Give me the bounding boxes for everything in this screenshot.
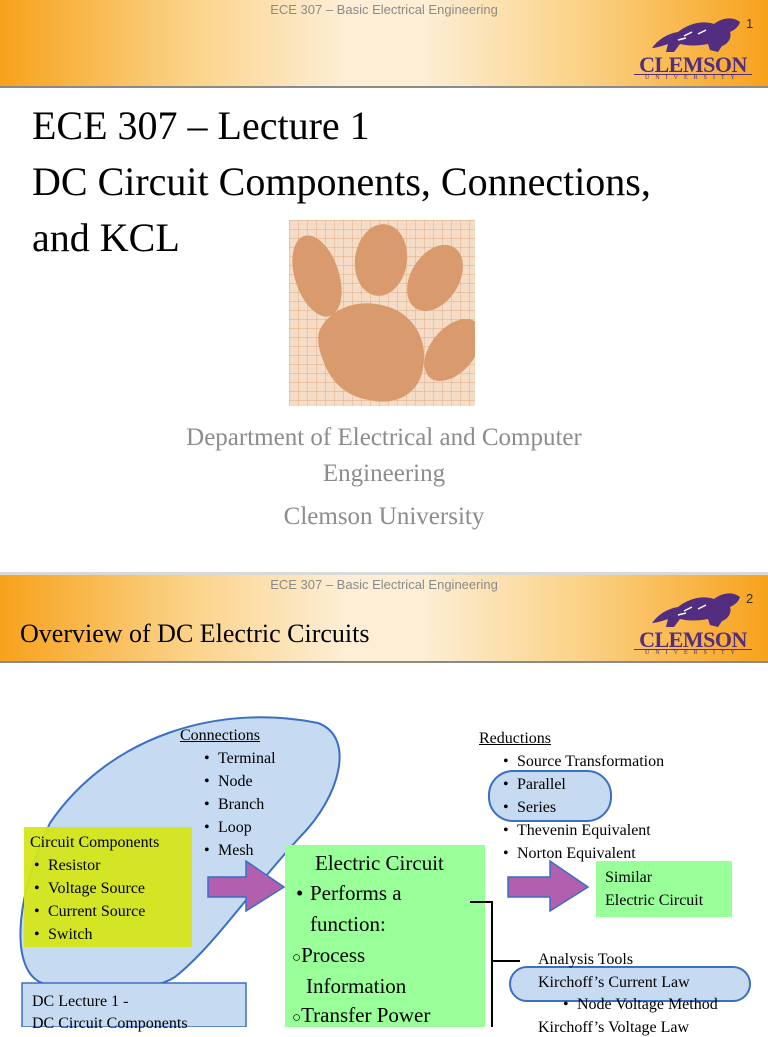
reduction-item: Thevenin Equivalent bbox=[503, 822, 651, 840]
reductions-heading: Reductions bbox=[479, 730, 551, 747]
connection-item: Branch bbox=[204, 796, 264, 814]
header-band bbox=[0, 575, 768, 661]
analysis-heading: Analysis Tools bbox=[538, 951, 634, 968]
reduction-item: Parallel bbox=[503, 776, 566, 794]
header-band bbox=[0, 0, 768, 86]
circuit-item-2: ○Transfer Power bbox=[292, 1003, 431, 1027]
component-item: Voltage Source bbox=[34, 880, 145, 898]
hollow-bullet-icon: ○ bbox=[292, 950, 302, 966]
overview-diagram bbox=[19, 716, 751, 1027]
slide-2: ECE 307 – Basic Electrical Engineering 2… bbox=[0, 572, 768, 1036]
component-item: Switch bbox=[34, 926, 93, 944]
arrow-to-circuit bbox=[207, 859, 286, 913]
circuit-item-1-cont: Information bbox=[306, 974, 407, 998]
university-name: Clemson University bbox=[283, 503, 485, 530]
reduction-item: Series bbox=[503, 799, 556, 817]
title-line-2: DC Circuit Components, Connections, bbox=[32, 159, 651, 204]
component-item: Resistor bbox=[34, 857, 101, 875]
logo-subword: UNIVERSITY bbox=[634, 649, 752, 656]
reduction-item: Norton Equivalent bbox=[503, 845, 636, 863]
logo-wordmark: CLEMSON bbox=[639, 52, 747, 77]
header-divider bbox=[0, 661, 768, 663]
course-header: ECE 307 – Basic Electrical Engineering bbox=[270, 2, 498, 17]
slide-title: ECE 307 – Lecture 1 DC Circuit Component… bbox=[32, 98, 762, 266]
kvl-label: Kirchoff’s Voltage Law bbox=[538, 1019, 690, 1036]
components-heading: Circuit Components bbox=[30, 834, 160, 851]
circuit-bullet-cont: function: bbox=[310, 912, 386, 936]
connection-item: Mesh bbox=[204, 842, 253, 860]
logo-subword: UNIVERSITY bbox=[634, 74, 752, 81]
connection-item: Node bbox=[204, 773, 253, 791]
header-divider bbox=[0, 86, 768, 88]
kcl-label: Kirchoff’s Current Law bbox=[538, 974, 690, 991]
component-item: Current Source bbox=[34, 903, 145, 921]
course-header: ECE 307 – Basic Electrical Engineering bbox=[270, 577, 498, 592]
department-line-2: Engineering bbox=[322, 460, 446, 487]
similar-circuit-box bbox=[596, 861, 732, 917]
connections-heading: Connections bbox=[180, 727, 260, 744]
similar-line-1: Similar bbox=[605, 869, 653, 886]
connection-item: Loop bbox=[204, 819, 252, 837]
circuit-bullet: Performs a bbox=[296, 881, 401, 906]
tiger-icon bbox=[652, 593, 740, 627]
clemson-logo: CLEMSON UNIVERSITY bbox=[634, 14, 752, 86]
similar-line-2: Electric Circuit bbox=[605, 892, 704, 909]
title-line-3: and KCL bbox=[32, 215, 180, 260]
slide-number: 2 bbox=[746, 591, 754, 606]
electric-circuit-box bbox=[285, 845, 485, 1027]
node-voltage-method: Node Voltage Method bbox=[563, 996, 718, 1014]
slide-1: ECE 307 – Basic Electrical Engineering 1… bbox=[0, 0, 768, 530]
brace bbox=[470, 901, 520, 1027]
tiger-icon bbox=[652, 18, 740, 52]
logo-wordmark: CLEMSON bbox=[639, 627, 747, 652]
lecture-box bbox=[21, 982, 247, 1027]
slide-title: Overview of DC Electric Circuits bbox=[20, 619, 370, 648]
clemson-logo: CLEMSON UNIVERSITY bbox=[634, 589, 752, 661]
lecture-line-1: DC Lecture 1 - bbox=[32, 993, 129, 1010]
connection-item: Terminal bbox=[204, 750, 275, 768]
electric-circuit-heading: Electric Circuit bbox=[315, 851, 444, 875]
lecture-line-2: DC Circuit Components bbox=[32, 1015, 188, 1032]
arrow-to-similar bbox=[507, 859, 590, 913]
title-line-1: ECE 307 – Lecture 1 bbox=[32, 103, 370, 148]
department-line-1: Department of Electrical and Computer bbox=[186, 424, 582, 451]
circuit-item-1: ○Process bbox=[292, 943, 366, 967]
hollow-bullet-icon: ○ bbox=[292, 1010, 302, 1026]
slide-number: 1 bbox=[746, 16, 754, 31]
paw-print-icon bbox=[289, 220, 475, 406]
reduction-item: Source Transformation bbox=[503, 753, 664, 771]
